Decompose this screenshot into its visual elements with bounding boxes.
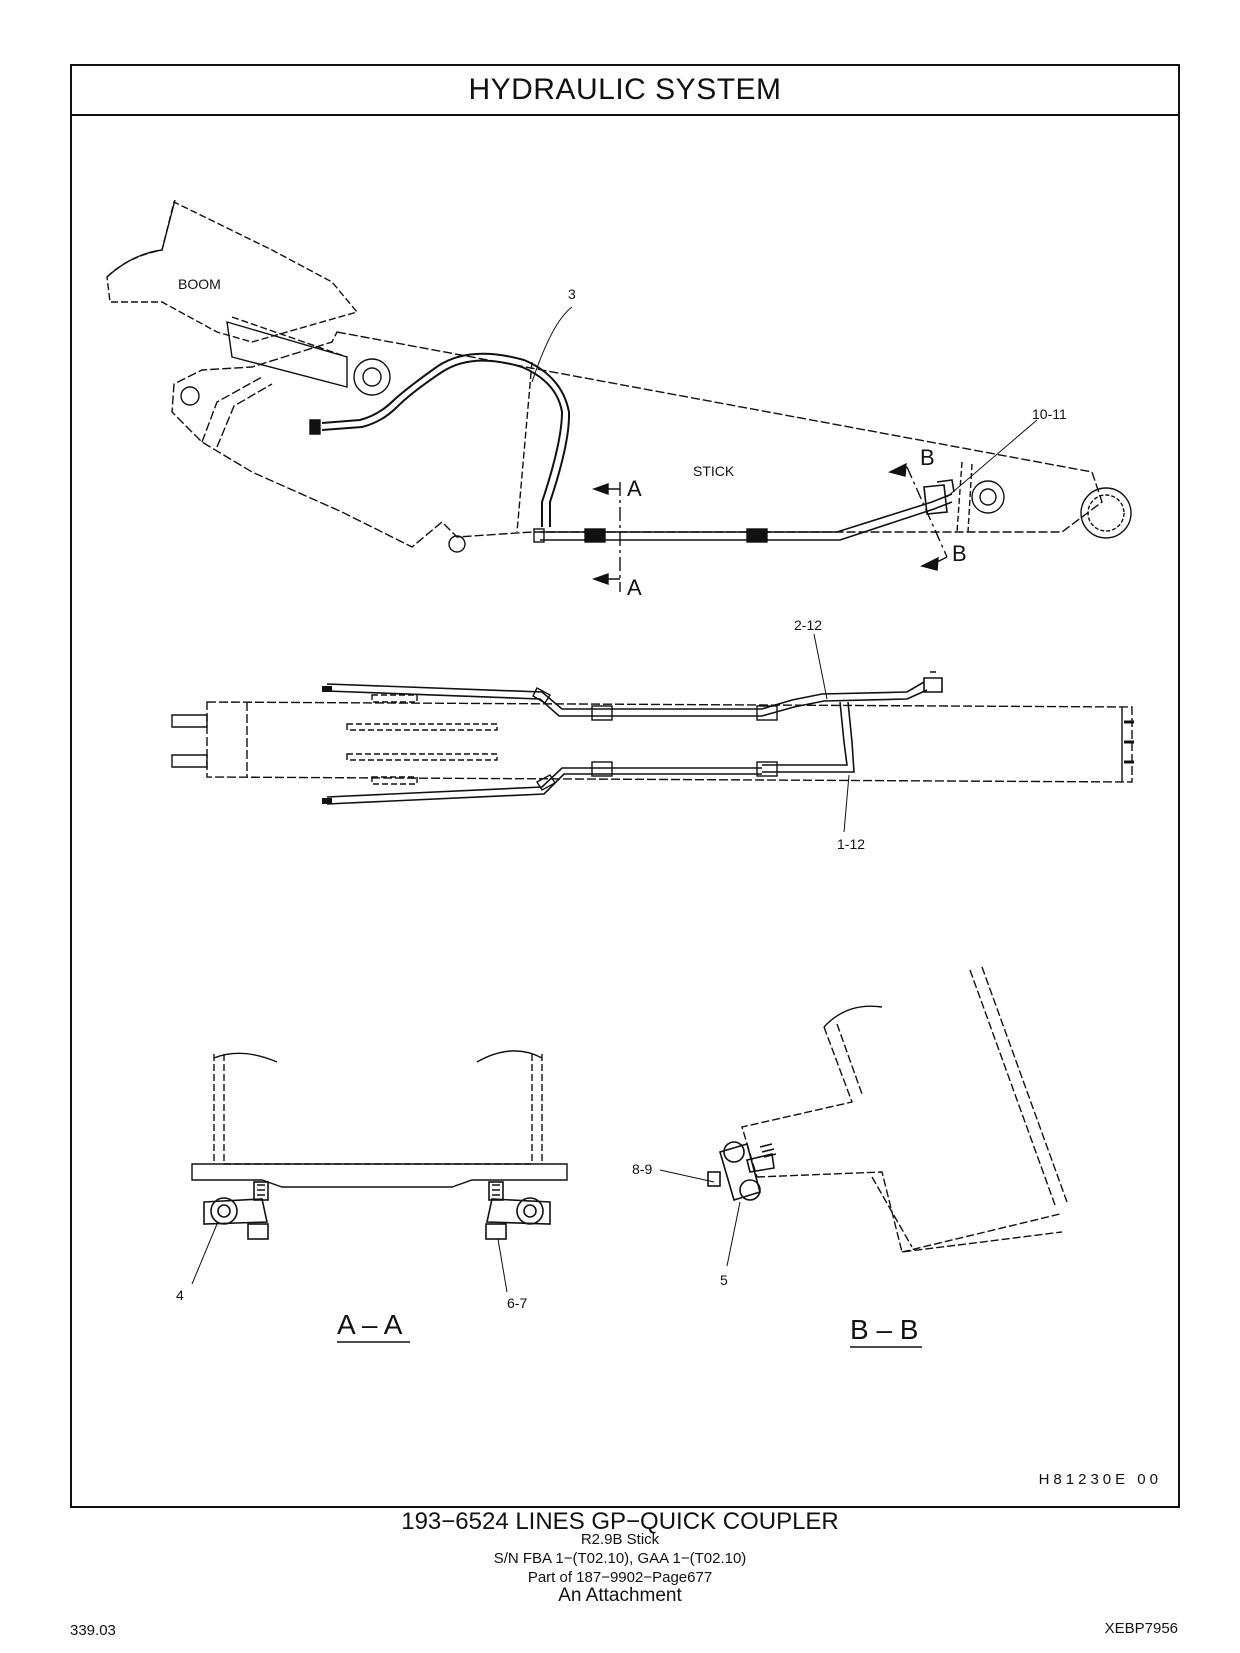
stick-nose-inner bbox=[1087, 494, 1125, 532]
stick-label: STICK bbox=[693, 463, 735, 479]
stick-web-line bbox=[516, 361, 533, 533]
stick-pin-left bbox=[180, 386, 200, 406]
label-item-3: 3 bbox=[568, 286, 576, 302]
section-b-label-bottom: B bbox=[952, 541, 967, 566]
stick-nose-outer bbox=[1080, 487, 1132, 539]
page-title: HYDRAULIC SYSTEM bbox=[72, 66, 1178, 116]
leader-4 bbox=[191, 1223, 218, 1285]
leader-6-7 bbox=[497, 1238, 508, 1293]
label-item-8-9: 8-9 bbox=[632, 1161, 652, 1177]
boom-link bbox=[226, 321, 391, 396]
leader-1-12 bbox=[843, 774, 850, 833]
clamp-left-aa bbox=[203, 1181, 269, 1240]
label-item-2-12: 2-12 bbox=[794, 617, 822, 633]
drawing-reference: H81230E 00 bbox=[1038, 1471, 1162, 1488]
tube-1-12-fitting bbox=[536, 774, 556, 791]
tube-clamp-left bbox=[584, 528, 606, 543]
tube-stick-bottom bbox=[540, 493, 953, 541]
hydraulic-diagram: BOOM STICK 3 bbox=[106, 199, 1134, 1348]
stick-plan-ribs bbox=[346, 694, 498, 785]
page-number: 339.03 bbox=[70, 1622, 116, 1639]
label-item-10-11: 10-11 bbox=[1032, 406, 1067, 422]
label-item-5: 5 bbox=[720, 1272, 728, 1288]
plan-clamps bbox=[591, 705, 778, 777]
serial-range: S/N FBA 1−(T02.10), GAA 1−(T02.10) bbox=[493, 1550, 747, 1567]
leader-3 bbox=[531, 306, 573, 383]
section-a-label-top: A bbox=[627, 476, 642, 501]
label-item-1-12: 1-12 bbox=[837, 836, 865, 852]
leader-2-12 bbox=[813, 633, 828, 700]
section-bb-break bbox=[823, 1005, 883, 1028]
leader-10-11 bbox=[946, 419, 1038, 498]
clamp-bb bbox=[707, 1141, 777, 1202]
view-aa-label: A – A bbox=[337, 1309, 403, 1340]
hose-3 bbox=[321, 352, 571, 527]
part-of: Part of 187−9902−Page677 bbox=[527, 1569, 713, 1586]
attachment-note: An Attachment bbox=[558, 1585, 682, 1606]
clamp-b-detail bbox=[923, 479, 955, 515]
view-bb-label: B – B bbox=[850, 1314, 918, 1345]
stick-spec: R2.9B Stick bbox=[580, 1531, 660, 1548]
section-aa-break-right bbox=[476, 1050, 543, 1063]
boom-break-line bbox=[106, 199, 176, 278]
stick-outline bbox=[171, 331, 1103, 548]
leader-5 bbox=[726, 1201, 741, 1267]
section-a-label-bottom: A bbox=[627, 575, 642, 600]
clamp-right-aa bbox=[485, 1181, 551, 1240]
tube-1-12 bbox=[322, 767, 762, 805]
label-item-4: 4 bbox=[176, 1287, 184, 1303]
tube-2-12-end bbox=[923, 671, 943, 693]
stick-pin-right-outer bbox=[971, 480, 1005, 514]
section-aa-break-left bbox=[213, 1052, 278, 1063]
tube-fitting-left bbox=[533, 528, 545, 543]
section-a-markers bbox=[591, 482, 621, 592]
stick-plan-outline bbox=[206, 701, 1133, 783]
leader-8-9 bbox=[659, 1169, 715, 1183]
boom-outline bbox=[106, 200, 359, 358]
stick-pin-bottom bbox=[448, 535, 466, 553]
tube-2-12-fitting bbox=[532, 687, 551, 704]
section-bb-structure bbox=[741, 966, 1068, 1253]
section-aa-structure bbox=[213, 1054, 543, 1165]
stick-bulkhead bbox=[956, 461, 973, 533]
tube-clamp-right bbox=[746, 528, 768, 543]
stick-plan-pins bbox=[171, 714, 1134, 768]
section-aa-plate bbox=[191, 1163, 568, 1188]
label-item-6-7: 6-7 bbox=[507, 1295, 527, 1311]
section-b-label-top: B bbox=[920, 445, 935, 470]
section-b-markers bbox=[888, 462, 948, 571]
stick-pin-right-inner bbox=[979, 488, 997, 506]
boom-label: BOOM bbox=[178, 276, 221, 292]
drawing-frame: HYDRAULIC SYSTEM BOOM STICK bbox=[70, 64, 1180, 1508]
document-code: XEBP7956 bbox=[1104, 1620, 1178, 1637]
part-title: 193−6524 LINES GP−QUICK COUPLER bbox=[401, 1508, 839, 1535]
hose-3-fitting bbox=[309, 419, 321, 435]
